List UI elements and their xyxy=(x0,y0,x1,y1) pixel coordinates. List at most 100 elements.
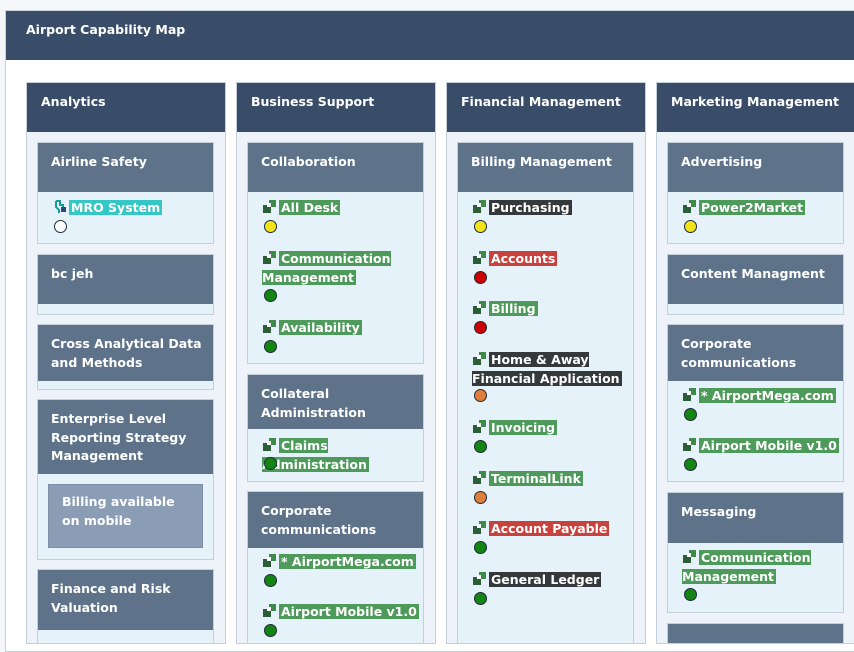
capability-collateral-administration[interactable]: Collateral Administration Claims Adminis… xyxy=(247,374,424,482)
capability-advertising[interactable]: Advertising Power2Market xyxy=(667,142,844,244)
application-claims-administration[interactable]: Claims Administration xyxy=(262,437,423,474)
application-label: Airport Mobile v1.0 xyxy=(279,604,419,619)
application-label: Purchasing xyxy=(489,200,572,215)
status-indicator-green xyxy=(264,340,277,353)
column-analytics: Analytics Airline Safety MRO System bc j… xyxy=(26,82,226,644)
status-indicator-green xyxy=(264,574,277,587)
app-cube-icon xyxy=(682,387,697,402)
column-title: Business Support xyxy=(237,83,435,132)
application-label: Account Payable xyxy=(489,521,610,536)
status-indicator-green xyxy=(264,289,277,302)
application-label: * AirportMega.com xyxy=(699,388,836,403)
app-cube-icon xyxy=(472,250,487,265)
capability-finance-risk-valuation[interactable]: Finance and Risk Valuation xyxy=(37,569,214,643)
capability-corporate-communications[interactable]: Corporate communications * AirportMega.c… xyxy=(247,491,424,643)
application-billing[interactable]: Billing xyxy=(472,300,538,319)
application-accounts[interactable]: Accounts xyxy=(472,250,558,269)
application-label: Airport Mobile v1.0 xyxy=(699,438,839,453)
page-title: Airport Capability Map xyxy=(26,22,186,37)
application-availability[interactable]: Availability xyxy=(262,319,362,338)
application-general-ledger[interactable]: General Ledger xyxy=(472,571,602,590)
capability-title: Corporate communications xyxy=(248,492,423,548)
capability-title: Collateral Administration xyxy=(248,375,423,429)
app-cube-icon xyxy=(682,199,697,214)
app-cube-icon xyxy=(472,300,487,315)
app-cube-icon xyxy=(262,553,277,568)
capability-airline-safety[interactable]: Airline Safety MRO System xyxy=(37,142,214,244)
app-cube-icon xyxy=(262,437,277,452)
status-indicator-green xyxy=(474,440,487,453)
status-indicator-red xyxy=(474,321,487,334)
application-all-desk[interactable]: All Desk xyxy=(262,199,341,218)
app-cube-icon xyxy=(262,250,277,265)
column-financial-management: Financial Management Billing Management … xyxy=(446,82,646,644)
capability-title: Messaging xyxy=(668,493,843,543)
status-indicator-red xyxy=(474,271,487,284)
status-indicator-orange xyxy=(474,389,487,402)
capability-enterprise-level-reporting[interactable]: Enterprise Level Reporting Strategy Mana… xyxy=(37,399,214,560)
status-indicator-white xyxy=(54,220,67,233)
application-label: Communication Management xyxy=(262,251,391,285)
capability-messaging[interactable]: Messaging Communication Management xyxy=(667,492,844,613)
application-purchasing[interactable]: Purchasing xyxy=(472,199,572,218)
app-cube-icon xyxy=(472,520,487,535)
capability-collaboration[interactable]: Collaboration All Desk Communication Man… xyxy=(247,142,424,364)
app-connector-icon xyxy=(52,199,67,214)
capability-billing-management[interactable]: Billing Management Purchasing Accounts B… xyxy=(457,142,634,643)
status-indicator-yellow xyxy=(684,220,697,233)
capability-title: Finance and Risk Valuation xyxy=(38,570,213,630)
application-label: TerminalLink xyxy=(489,471,583,486)
app-cube-icon xyxy=(472,470,487,485)
application-label: Accounts xyxy=(489,251,558,266)
capability-title xyxy=(668,624,843,643)
status-indicator-green xyxy=(684,408,697,421)
app-cube-icon xyxy=(682,549,697,564)
capability-title: Enterprise Level Reporting Strategy Mana… xyxy=(38,400,213,474)
application-communication-management[interactable]: Communication Management xyxy=(262,250,412,287)
capability-title: Billing Management xyxy=(458,143,633,192)
application-label: Billing xyxy=(489,301,538,316)
application-label: All Desk xyxy=(279,200,341,215)
sub-capability-billing-mobile[interactable]: Billing available on mobile xyxy=(48,484,203,548)
status-indicator-green xyxy=(264,624,277,637)
column-title: Marketing Management xyxy=(657,83,854,132)
column-title: Financial Management xyxy=(447,83,645,132)
status-indicator-green xyxy=(474,541,487,554)
app-cube-icon xyxy=(262,199,277,214)
capability-map-frame: Airport Capability Map Analytics Airline… xyxy=(5,10,854,652)
application-airportmega[interactable]: * AirportMega.com xyxy=(682,387,836,406)
application-label: Communication Management xyxy=(682,550,811,584)
application-power2market[interactable]: Power2Market xyxy=(682,199,806,218)
capability-title: bc jeh xyxy=(38,255,213,304)
page-header: Airport Capability Map xyxy=(6,11,854,60)
application-account-payable[interactable]: Account Payable xyxy=(472,520,610,539)
application-home-away-financial[interactable]: Home & Away Financial Application xyxy=(472,351,622,388)
capability-cross-analytical-data[interactable]: Cross Analytical Data and Methods xyxy=(37,324,214,390)
app-cube-icon xyxy=(682,437,697,452)
status-indicator-green xyxy=(684,588,697,601)
column-title: Analytics xyxy=(27,83,225,132)
capability-partial xyxy=(667,623,844,643)
application-airportmega[interactable]: * AirportMega.com xyxy=(262,553,416,572)
status-indicator-green xyxy=(264,457,277,470)
application-terminallink[interactable]: TerminalLink xyxy=(472,470,583,489)
application-invoicing[interactable]: Invoicing xyxy=(472,419,558,438)
status-indicator-green xyxy=(474,592,487,605)
app-cube-icon xyxy=(472,199,487,214)
column-marketing-management: Marketing Management Advertising Power2M… xyxy=(656,82,854,644)
app-cube-icon xyxy=(262,319,277,334)
capability-corporate-communications[interactable]: Corporate communications * AirportMega.c… xyxy=(667,324,844,482)
capability-title: Airline Safety xyxy=(38,143,213,192)
application-airport-mobile[interactable]: Airport Mobile v1.0 xyxy=(682,437,839,456)
application-label: General Ledger xyxy=(489,572,602,587)
status-indicator-orange xyxy=(474,491,487,504)
capability-content-managment[interactable]: Content Managment xyxy=(667,254,844,315)
application-airport-mobile[interactable]: Airport Mobile v1.0 xyxy=(262,603,419,622)
application-label: Availability xyxy=(279,320,362,335)
application-label: Invoicing xyxy=(489,420,558,435)
application-label: Home & Away Financial Application xyxy=(472,352,622,386)
application-communication-management[interactable]: Communication Management xyxy=(682,549,832,586)
application-label: MRO System xyxy=(69,200,163,215)
application-mro-system[interactable]: MRO System xyxy=(52,199,163,218)
capability-bc-jeh[interactable]: bc jeh xyxy=(37,254,214,315)
